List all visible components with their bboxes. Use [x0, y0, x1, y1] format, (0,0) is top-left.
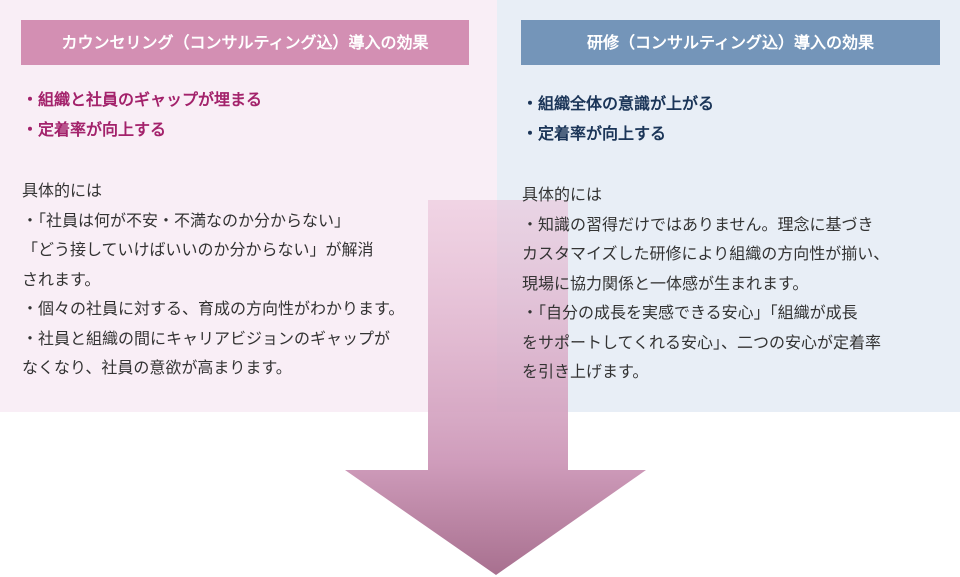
key-point: ・組織と社員のギャップが埋まる	[22, 90, 263, 109]
detail-line: を引き上げます。	[522, 362, 649, 381]
counseling-details: 具体的には ・「社員は何が不安・不満なのか分からない」 「どう接していけばいいの…	[22, 176, 404, 383]
detail-line: ・個々の社員に対する、育成の方向性がわかります。	[22, 299, 405, 318]
detail-line: ・社員と組織の間にキャリアビジョンのギャップが	[22, 328, 391, 348]
training-details: 具体的には ・知識の習得だけではありません。理念に基づき カスタマイズした研修に…	[522, 180, 889, 387]
training-key-points: ・組織全体の意識が上がる ・定着率が向上する	[522, 89, 714, 149]
detail-line: をサポートしてくれる安心」、二つの安心が定着率	[522, 332, 882, 352]
counseling-effect-header: カウンセリング（コンサルティング込）導入の効果	[21, 20, 469, 65]
key-point: ・定着率が向上する	[522, 124, 667, 143]
detail-line: カスタマイズした研修により組織の方向性が揃い、	[522, 244, 890, 263]
detail-line: 「どう接していけばいいのか分からない」が解消	[22, 240, 374, 259]
detail-line: されます。	[22, 269, 101, 289]
key-point: ・組織全体の意識が上がる	[522, 94, 715, 113]
key-point: ・定着率が向上する	[22, 120, 167, 139]
training-effect-header: 研修（コンサルティング込）導入の効果	[521, 20, 940, 65]
detail-line: ・「社員は何が不安・不満なのか分からない」	[22, 210, 351, 230]
detail-line: 現場に協力関係と一体感が生まれます。	[522, 273, 809, 293]
detail-line: 具体的には	[522, 185, 603, 204]
detail-line: ・「自分の成長を実感できる安心」「組織が成長	[522, 303, 858, 322]
detail-line: なくなり、社員の意欲が高まります。	[22, 358, 292, 377]
counseling-key-points: ・組織と社員のギャップが埋まる ・定着率が向上する	[22, 85, 262, 145]
detail-line: 具体的には	[22, 181, 103, 200]
detail-line: ・知識の習得だけではありません。理念に基づき	[522, 214, 874, 234]
